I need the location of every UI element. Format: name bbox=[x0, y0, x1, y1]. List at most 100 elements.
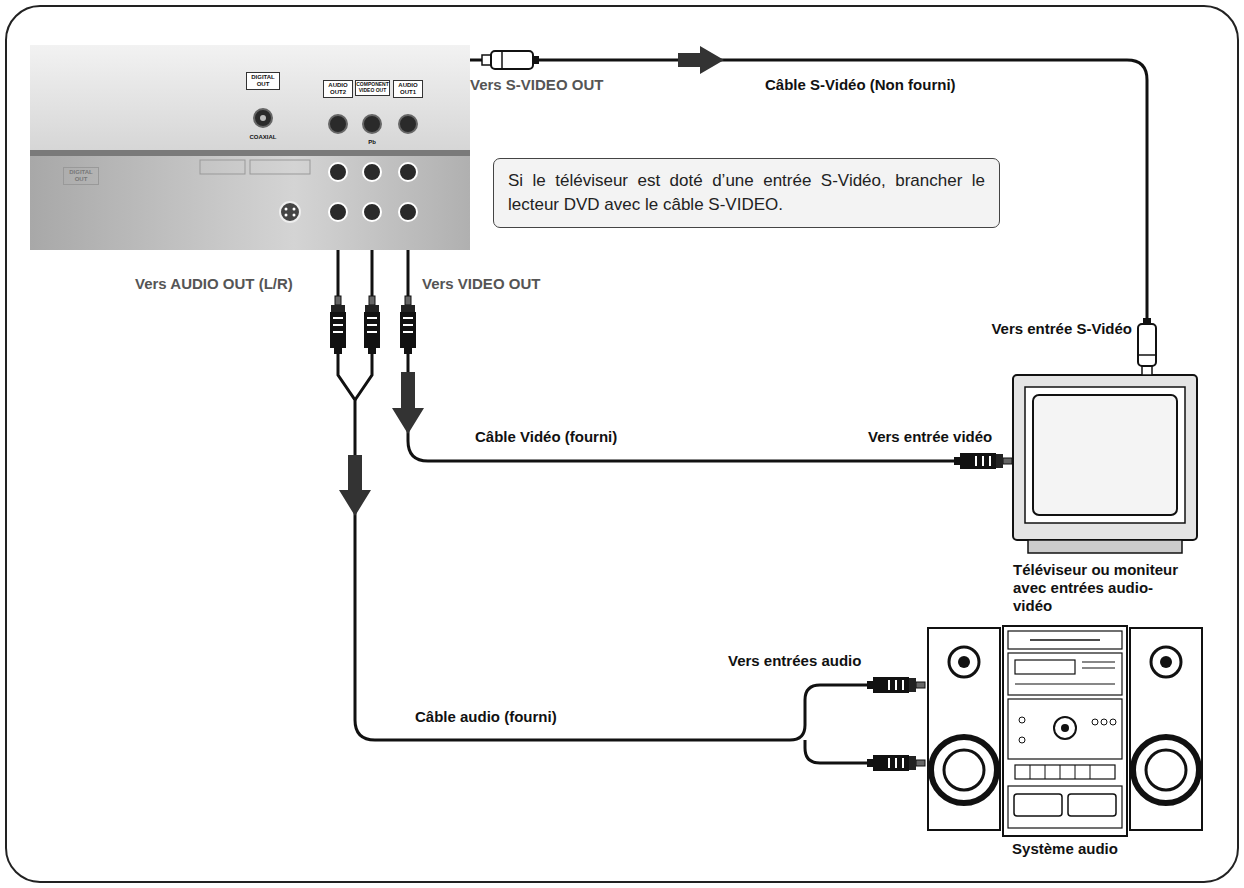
audio-system-drawing-part bbox=[1060, 765, 1061, 779]
rca-plugs-part bbox=[330, 296, 346, 354]
outer-frame-part bbox=[6, 6, 1238, 882]
audio-system-drawing-part bbox=[1160, 656, 1172, 668]
audio-system-drawing-part bbox=[1075, 765, 1076, 779]
s-video-plugs-part bbox=[482, 51, 539, 69]
jack-sockets-part bbox=[285, 208, 288, 211]
cable-connector-part bbox=[339, 455, 371, 516]
audio-system-drawing-part bbox=[1068, 794, 1116, 816]
rca-plugs-part bbox=[867, 755, 925, 771]
connection-label: Vers entrée vidéo bbox=[868, 428, 992, 446]
dvd-back-panel: DIGITAL OUTDIGITAL OUTCOAXIALAUDIO OUT2C… bbox=[30, 45, 470, 250]
dvd-panel-drawing-part bbox=[30, 156, 470, 250]
cable-connector-part bbox=[678, 46, 724, 74]
rca-plugs-part bbox=[400, 296, 416, 354]
cable-connector bbox=[338, 250, 925, 740]
jack-sockets-part bbox=[363, 203, 381, 221]
audio-system-drawing-part bbox=[1110, 719, 1116, 725]
audio-system-drawing-part bbox=[1030, 639, 1100, 641]
rca-plugs-part bbox=[364, 296, 380, 354]
audio-system-drawing-part bbox=[1045, 765, 1046, 779]
dvd-panel-drawing-part bbox=[30, 45, 470, 150]
jack-sockets-part bbox=[293, 214, 296, 217]
jack-sockets-part bbox=[329, 115, 347, 133]
audio-system-drawing-part bbox=[1019, 717, 1025, 723]
cable-connector-part bbox=[392, 372, 424, 434]
audio-system-drawing-part bbox=[1061, 724, 1069, 732]
audio-system-drawing-part bbox=[1146, 750, 1186, 790]
audio-system-drawing-part bbox=[958, 656, 970, 668]
cable-label: Câble S-Vidéo (Non fourni) bbox=[765, 76, 956, 94]
dvd-panel-drawing-part bbox=[250, 160, 310, 174]
jack-label: DIGITAL OUT bbox=[246, 72, 280, 90]
audio-system-drawing-part bbox=[1015, 765, 1115, 779]
tv-drawing-part bbox=[1025, 387, 1185, 523]
dvd-panel-drawing bbox=[30, 45, 470, 250]
jack-sockets-part bbox=[363, 163, 381, 181]
jack-sockets-part bbox=[260, 115, 266, 121]
rca-plugs bbox=[330, 296, 1012, 771]
audio-system-drawing-part bbox=[1008, 653, 1122, 695]
audio-system-drawing-part bbox=[1151, 647, 1181, 677]
tv-drawing bbox=[1013, 375, 1197, 553]
audio-system-drawing-part bbox=[1015, 660, 1075, 674]
audio-system-drawing-part bbox=[1014, 794, 1062, 816]
tv-drawing-part bbox=[1033, 395, 1177, 515]
connection-label: Vers AUDIO OUT (L/R) bbox=[135, 275, 293, 293]
device-label: Téléviseur ou moniteur avec entrées audi… bbox=[1013, 561, 1185, 615]
cable-branches bbox=[355, 250, 925, 763]
audio-system-drawing-part bbox=[944, 750, 984, 790]
jack-sockets-part bbox=[399, 115, 417, 133]
jack-sockets-part bbox=[363, 115, 381, 133]
jack-sockets-part bbox=[329, 203, 347, 221]
note-text: Si le téléviseur est doté d’une entrée S… bbox=[508, 169, 985, 217]
audio-system-drawing-part bbox=[1082, 661, 1115, 662]
jack-sockets-part bbox=[399, 203, 417, 221]
jack-label: Pb bbox=[365, 138, 379, 147]
jack-label: COAXIAL bbox=[243, 133, 283, 142]
connection-label: Vers S-VIDEO OUT bbox=[470, 76, 603, 94]
audio-system-drawing-part bbox=[1054, 717, 1076, 739]
jack-sockets-part bbox=[399, 163, 417, 181]
jack-sockets-part bbox=[254, 109, 272, 127]
tv-drawing-part bbox=[1013, 375, 1197, 540]
audio-system-drawing-part bbox=[1092, 719, 1098, 725]
tv-monitor: Téléviseur ou moniteur avec entrées audi… bbox=[1010, 375, 1235, 619]
panel-label: DIGITAL OUT bbox=[63, 167, 99, 185]
audio-system-drawing-part bbox=[1008, 786, 1122, 828]
rca-plugs-part bbox=[954, 453, 1012, 469]
audio-system-drawing-part bbox=[1015, 683, 1115, 684]
audio-system-drawing-part bbox=[949, 647, 979, 677]
audio-system-drawing-part bbox=[931, 737, 997, 803]
jack-label: AUDIO OUT2 bbox=[323, 80, 353, 98]
connection-label: Vers entrée S-Vidéo bbox=[991, 320, 1132, 338]
cable-label: Câble audio (fourni) bbox=[415, 708, 557, 726]
jack-sockets-part bbox=[280, 202, 300, 222]
jack-label: AUDIO OUT1 bbox=[393, 80, 423, 98]
audio-system-drawing-part bbox=[928, 628, 1000, 830]
jack-sockets-part bbox=[329, 163, 347, 181]
cable-connector-part bbox=[338, 250, 925, 740]
connection-label: Vers VIDEO OUT bbox=[422, 275, 540, 293]
audio-system-drawing-part bbox=[1082, 667, 1115, 668]
cable-connector-part bbox=[470, 60, 1147, 375]
device-label: Système audio bbox=[925, 840, 1205, 858]
audio-system: Système audio bbox=[925, 622, 1205, 862]
audio-system-drawing bbox=[928, 626, 1202, 836]
dvd-panel-drawing-part bbox=[30, 150, 470, 156]
note-box: Si le téléviseur est doté d’une entrée S… bbox=[493, 158, 1000, 228]
audio-system-drawing-part bbox=[1030, 765, 1031, 779]
audio-system-drawing-part bbox=[1019, 737, 1025, 743]
audio-system-drawing-part bbox=[1133, 737, 1199, 803]
audio-system-drawing-part bbox=[1090, 765, 1091, 779]
audio-system-drawing-part bbox=[1003, 626, 1127, 836]
tv-drawing-part bbox=[1028, 540, 1182, 553]
audio-system-drawing-part bbox=[1130, 628, 1202, 830]
rca-plugs-part bbox=[867, 677, 925, 693]
s-video-plugs bbox=[482, 51, 1156, 375]
dvd-panel-drawing-part bbox=[200, 160, 245, 174]
cable-connector bbox=[392, 250, 1010, 461]
